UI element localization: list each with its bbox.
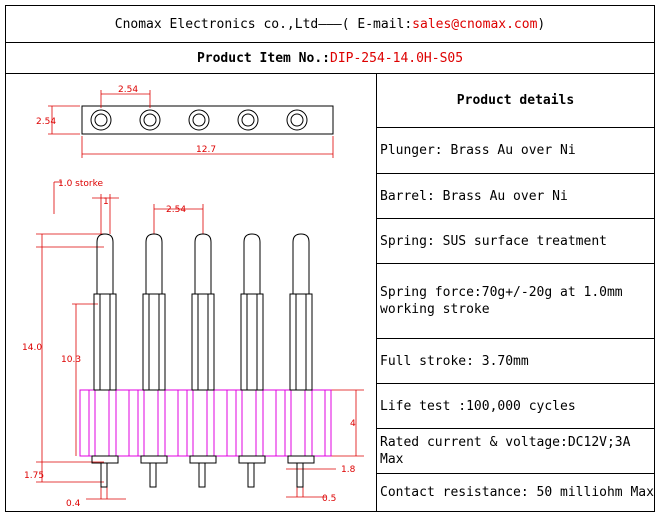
pins: [91, 233, 315, 488]
dim-stroke: 1.0 storke: [58, 179, 103, 189]
dim-tail-dia: 0.4: [66, 499, 81, 509]
pin: [238, 233, 266, 488]
top-view: [81, 105, 334, 135]
dim-height-upper: 10.3: [61, 355, 81, 365]
email-link[interactable]: sales@cnomax.com: [412, 16, 538, 32]
technical-drawing: 2.54 2.54 12.7: [6, 74, 377, 511]
pin: [140, 233, 168, 488]
detail-barrel: Barrel: Brass Au over Ni: [377, 174, 654, 219]
dim-pin-dia: 0.5: [322, 494, 336, 504]
dim-length: 12.7: [196, 145, 216, 155]
dim-height-total: 14.0: [22, 343, 42, 353]
header-close: ): [537, 16, 546, 32]
pin: [189, 233, 217, 488]
dim-flange: 1.8: [341, 465, 356, 475]
company-name: Cnomax Electronics co.,Ltd———( E-mail:: [114, 16, 413, 32]
dim-insulator: 4: [350, 419, 356, 429]
dim-tail-length: 1.75: [24, 471, 44, 481]
dim-width-top: 2.54: [36, 117, 56, 127]
details-title: Product details: [377, 74, 654, 128]
insulator-block: [79, 389, 332, 457]
company-header: Cnomax Electronics co.,Ltd———( E-mail: s…: [6, 6, 654, 43]
detail-spring: Spring: SUS surface treatment: [377, 219, 654, 264]
spec-sheet: Cnomax Electronics co.,Ltd———( E-mail: s…: [5, 5, 655, 512]
detail-rated-current: Rated current & voltage:DC12V;3A Max: [377, 429, 654, 474]
product-item-row: Product Item No.: DIP-254-14.0H-S05: [6, 43, 654, 74]
detail-full-stroke: Full stroke: 3.70mm: [377, 339, 654, 384]
side-dimensions: [36, 181, 364, 500]
top-dimensions: [48, 90, 334, 158]
pin: [287, 233, 315, 488]
detail-plunger: Plunger: Brass Au over Ni: [377, 128, 654, 174]
product-details: Product details Plunger: Brass Au over N…: [377, 74, 654, 511]
detail-life-test: Life test :100,000 cycles: [377, 384, 654, 429]
dim-pitch-top: 2.54: [118, 85, 138, 95]
drawing-svg: 2.54 2.54 12.7: [22, 85, 364, 509]
detail-spring-force: Spring force:70g+/-20g at 1.0mm working …: [377, 264, 654, 339]
dim-pitch-mid: 2.54: [166, 205, 186, 215]
dim-one: 1: [103, 197, 109, 207]
pin: [91, 233, 119, 488]
product-item-value: DIP-254-14.0H-S05: [330, 50, 464, 66]
product-item-label: Product Item No.:: [196, 50, 330, 66]
detail-contact-resistance: Contact resistance: 50 milliohm Max: [380, 485, 654, 500]
